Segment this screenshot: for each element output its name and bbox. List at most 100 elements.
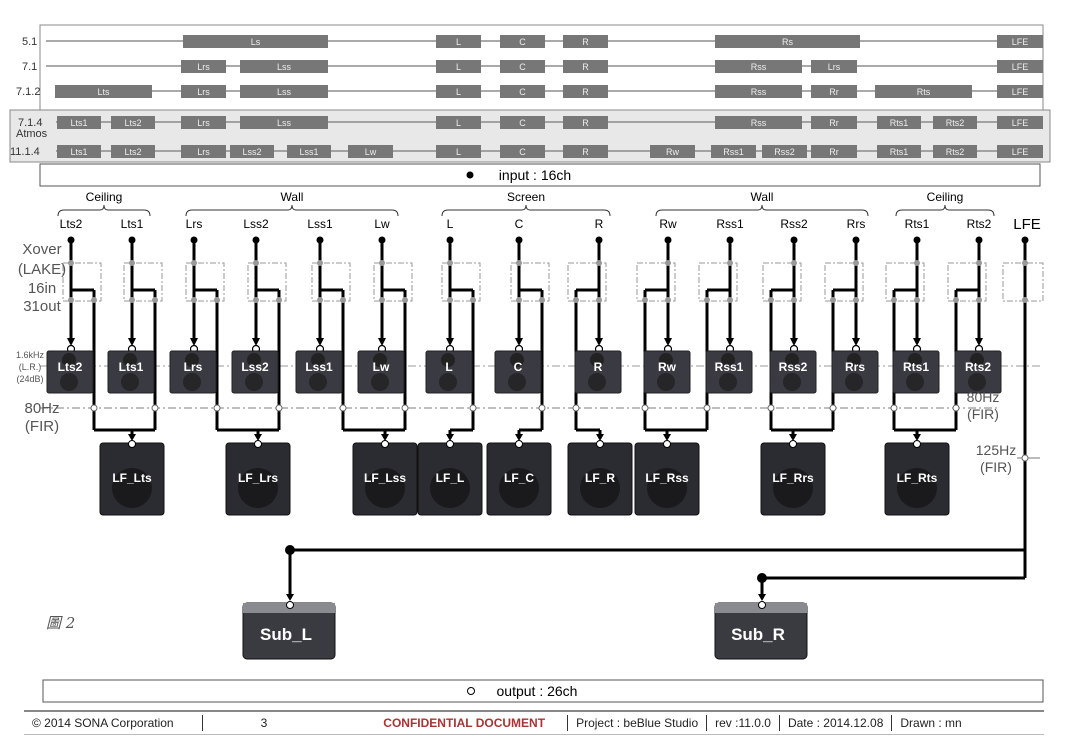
speaker-label: Rts2 <box>965 360 991 374</box>
xover-node <box>470 297 476 303</box>
tweeter <box>441 353 455 367</box>
xover-node <box>379 260 385 266</box>
channel-block <box>650 145 695 158</box>
lf-sub-label: LF_Lss <box>364 471 406 485</box>
channel-block-label: L <box>456 87 461 97</box>
main-sub-label: Sub_R <box>731 625 785 644</box>
input-node <box>975 236 983 244</box>
sub-woofer <box>430 468 470 508</box>
tweeter <box>785 353 799 367</box>
tweeter <box>185 353 199 367</box>
xover-box <box>373 262 413 302</box>
tweeter <box>62 353 76 367</box>
channel-block <box>181 145 226 158</box>
xover-node <box>402 297 408 303</box>
output-node <box>913 440 921 448</box>
lf-node <box>641 404 649 412</box>
channel-block <box>997 60 1043 73</box>
input-node <box>852 236 860 244</box>
woofer <box>309 373 327 391</box>
xover-box <box>762 262 802 302</box>
channel-block <box>436 145 481 158</box>
output-node <box>663 440 671 448</box>
arrow-icon <box>852 338 860 346</box>
output-node <box>286 601 294 609</box>
arrow-icon <box>663 434 671 441</box>
xover-node <box>596 260 602 266</box>
arrow-icon <box>595 338 603 346</box>
xover-node <box>317 260 323 266</box>
sub-woofer <box>365 468 405 508</box>
channel-block <box>563 145 608 158</box>
xover-node <box>276 297 282 303</box>
channel-block <box>348 145 393 158</box>
xover-node <box>642 297 648 303</box>
output-dot-icon <box>467 687 475 695</box>
arrow-icon <box>664 338 672 346</box>
xover-node <box>129 260 135 266</box>
xover-annotation: (LAKE) <box>18 261 66 278</box>
speaker-icon <box>231 350 279 394</box>
speaker-label: Lts2 <box>58 360 83 374</box>
channel-block <box>715 85 802 98</box>
xover-node <box>191 297 197 303</box>
xover-annotation: 31out <box>23 298 61 315</box>
xover-node <box>447 297 453 303</box>
arrow-icon <box>446 434 454 441</box>
sub-woofer <box>647 468 687 508</box>
channel-block-label: Rss <box>751 118 767 128</box>
channel-block <box>877 116 921 129</box>
page-number: 3 <box>260 716 268 730</box>
sub-woofer <box>580 468 620 508</box>
xover-box <box>185 262 225 302</box>
lf-node <box>767 404 775 412</box>
tweeter <box>123 353 137 367</box>
channel-block-label: Rss <box>751 87 767 97</box>
lf-node <box>1021 454 1029 462</box>
woofer <box>783 373 801 391</box>
copyright: © 2014 SONA Corporation <box>32 716 174 730</box>
lf-sub-label: LF_Rts <box>897 471 938 485</box>
channel-label: R <box>595 217 604 231</box>
input-node <box>664 236 672 244</box>
speaker-label: Lrs <box>184 360 203 374</box>
speaker-icon <box>892 350 940 394</box>
sub-woofer <box>773 468 813 508</box>
channel-block <box>715 35 860 48</box>
channel-block-label: LFE <box>1012 87 1029 97</box>
xover-node <box>68 297 74 303</box>
output-node <box>596 440 604 448</box>
channel-block-label: Lts <box>97 87 110 97</box>
xover-node <box>914 260 920 266</box>
channel-block-label: Rw <box>666 147 679 157</box>
arrow-icon <box>381 434 389 441</box>
channel-block <box>287 145 331 158</box>
speaker-icon <box>357 350 405 394</box>
xover-node <box>516 297 522 303</box>
hf-xover-annotation: 1.6kHz <box>16 350 45 360</box>
arrow-icon <box>254 434 262 441</box>
output-node <box>789 440 797 448</box>
input-box <box>39 163 1041 187</box>
channel-block-label: Lrs <box>197 147 210 157</box>
channel-label: C <box>515 217 524 231</box>
main-sub-label: Sub_L <box>260 625 312 644</box>
speaker-label: Lss2 <box>241 360 269 374</box>
group-brace <box>441 204 611 217</box>
lf-xover-annotation-right: 80Hz <box>967 389 1000 405</box>
group-label: Screen <box>507 190 545 204</box>
group-brace <box>655 204 869 217</box>
woofer <box>60 373 78 391</box>
input-node <box>446 236 454 244</box>
lf-node <box>275 404 283 412</box>
channel-block-label: R <box>582 147 589 157</box>
lf-sub-label: LF_R <box>585 471 615 485</box>
channel-block-label: Rss <box>751 62 767 72</box>
channel-block <box>230 145 274 158</box>
channel-block-label: Rss1 <box>723 147 744 157</box>
xover-node <box>253 297 259 303</box>
channel-block-label: Rts1 <box>890 147 909 157</box>
lf-xover-annotation: 80Hz <box>24 400 59 417</box>
output-node <box>381 440 389 448</box>
revision: rev :11.0.0 <box>715 716 771 730</box>
